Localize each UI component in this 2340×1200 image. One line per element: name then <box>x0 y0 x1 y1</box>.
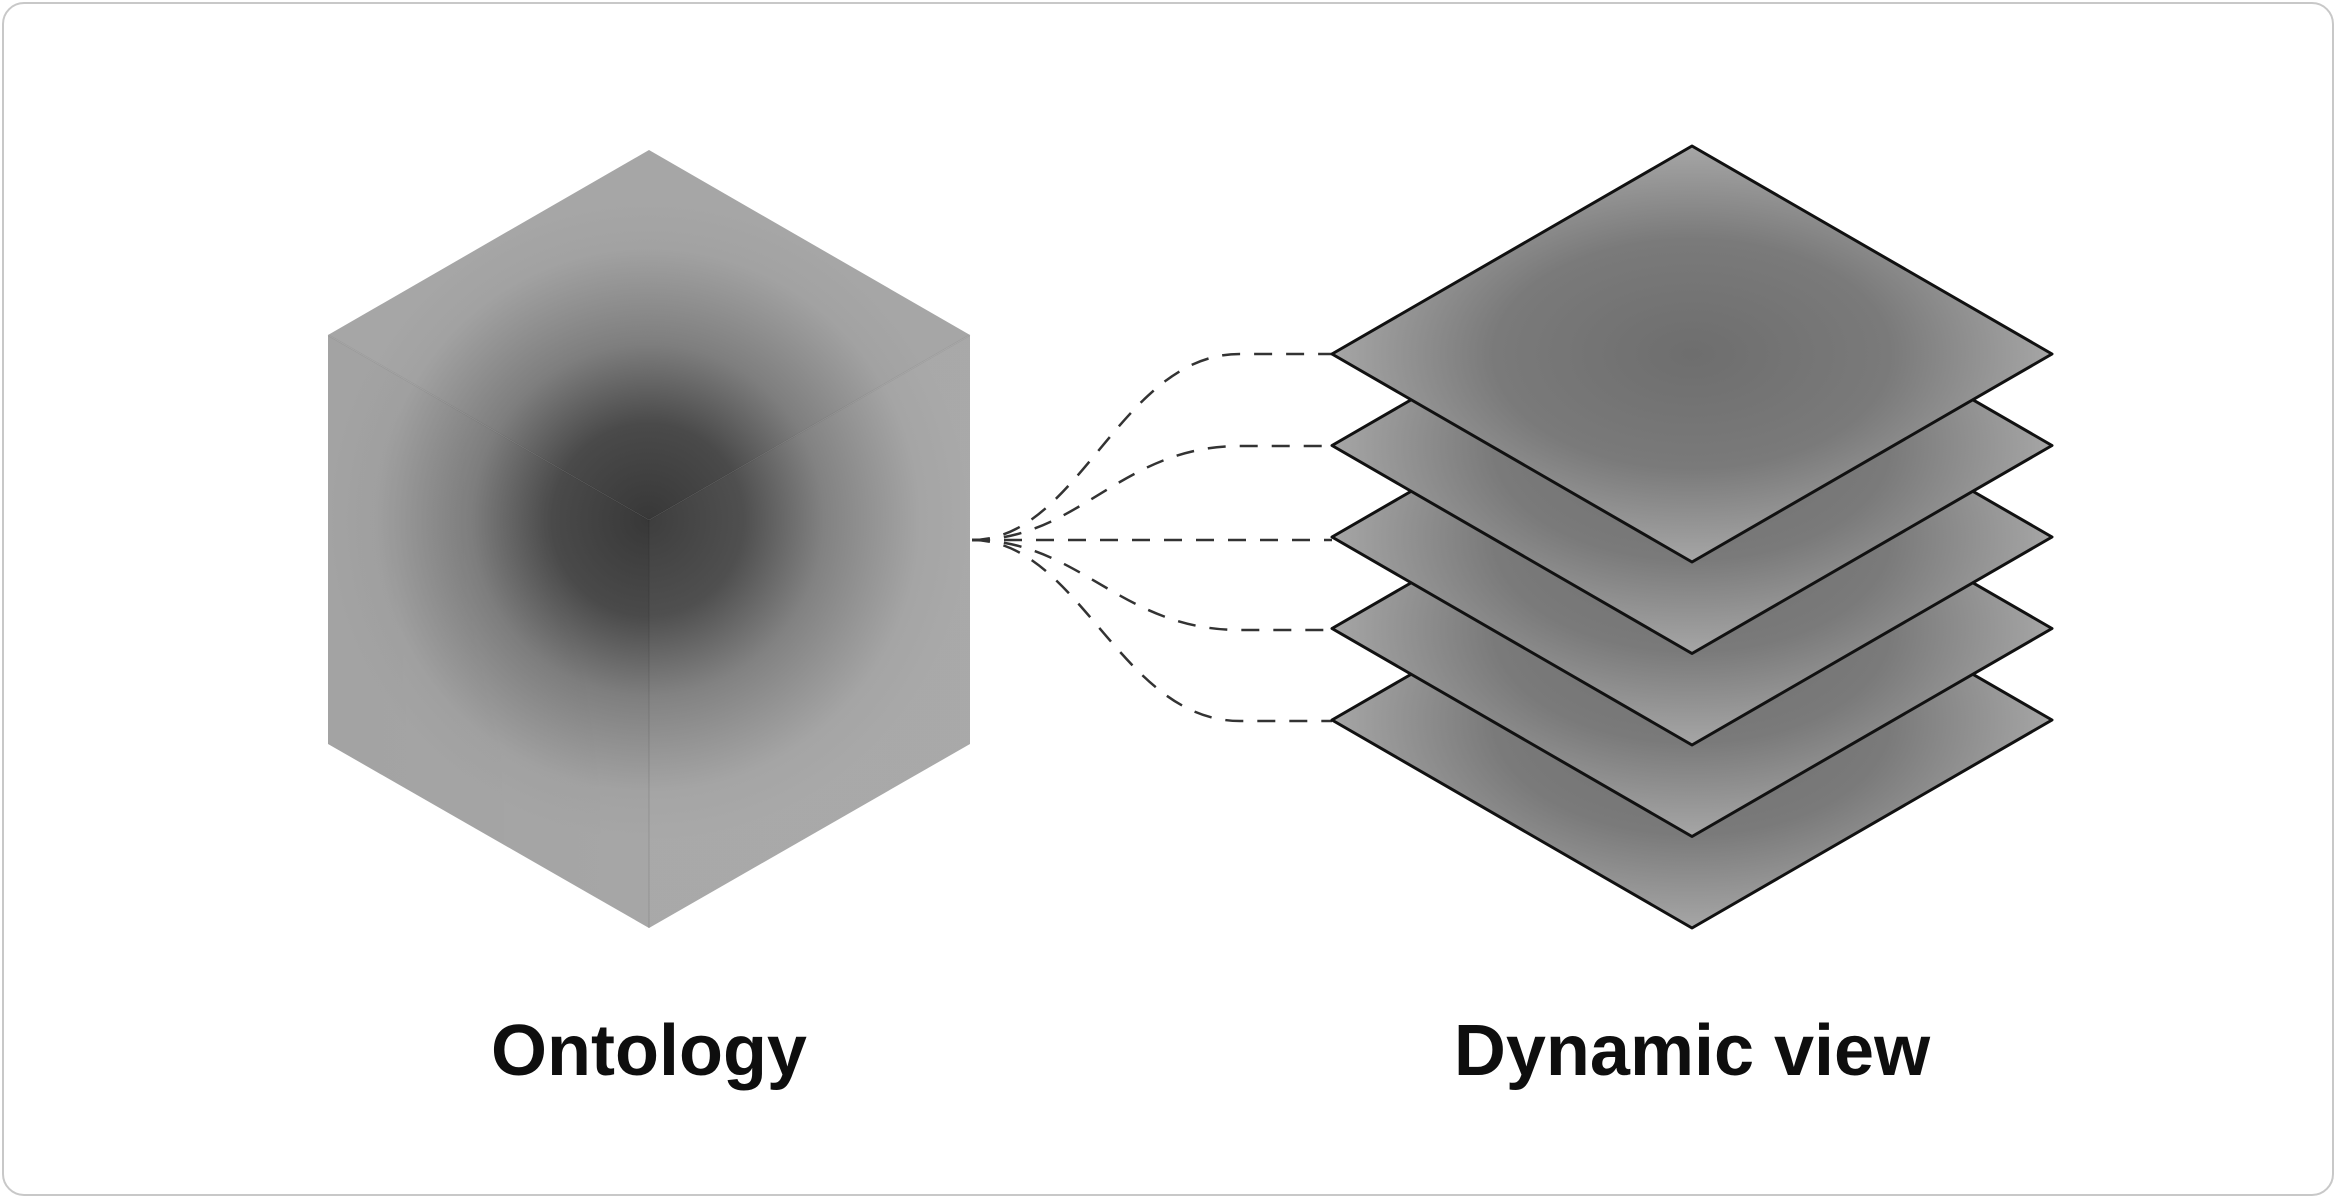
connector-lines <box>971 352 1332 723</box>
stacked-layers-icon <box>1330 144 2054 930</box>
layer-1 <box>1330 144 2054 564</box>
ontology-label: Ontology <box>491 1011 807 1091</box>
cube-edge-left <box>327 334 650 521</box>
connector-line-1 <box>971 352 1332 542</box>
cube-icon <box>327 150 971 928</box>
cube-edge-right <box>648 334 971 521</box>
connector-line-4 <box>971 538 1332 632</box>
cube-right-face <box>649 335 970 928</box>
dynamic-view-label: Dynamic view <box>1454 1011 1931 1091</box>
connector-line-5 <box>971 538 1332 723</box>
connector-line-2 <box>971 444 1332 542</box>
cube-left-face-shade <box>328 335 649 928</box>
